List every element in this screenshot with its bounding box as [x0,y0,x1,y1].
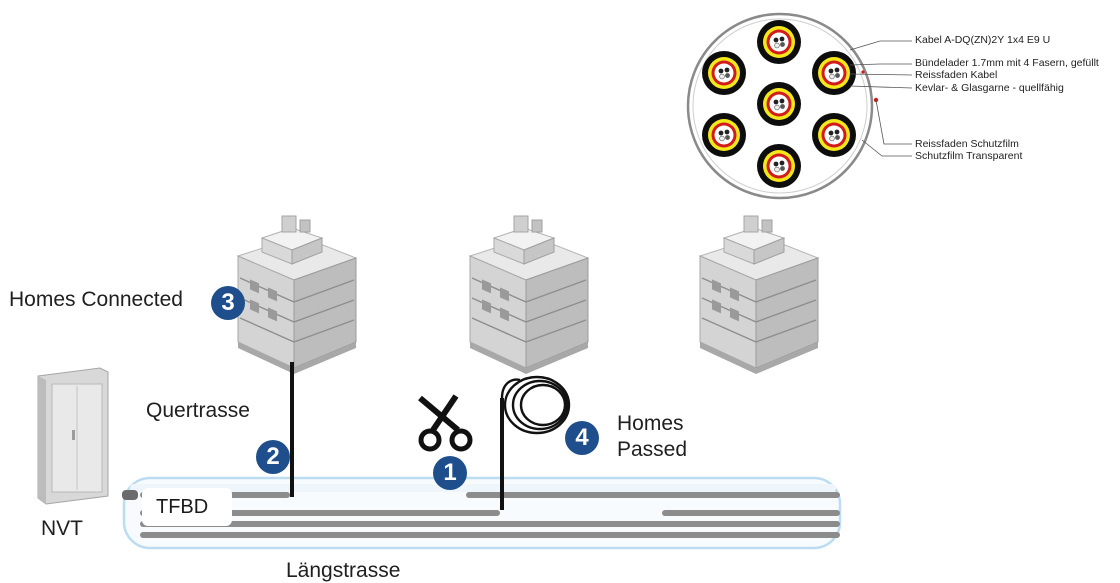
legend-kevlar-yarn: Kevlar- & Glasgarne - quellfähig [915,82,1064,94]
building-icon [469,215,589,375]
cable-cross-section [686,12,879,200]
bundle-tube [811,112,857,158]
homes-connected-label: Homes Connected [9,288,183,311]
step-badge-4: 4 [565,421,599,455]
step-badge-3: 3 [211,286,245,320]
building-icon [237,215,357,375]
bundle-tube [701,112,747,158]
nvt-cabinet-icon [37,367,109,505]
legend-leader-lines [849,40,913,157]
quertrasse-label: Quertrasse [146,399,250,422]
bundle-tube [701,50,747,96]
bundle-tube [811,50,857,96]
legend-bundle-tube: Bündelader 1.7mm mit 4 Fasern, gefüllt [915,57,1099,69]
legend-protective-film: Schutzfilm Transparent [915,150,1023,162]
legend-rip-cord-cable: Reissfaden Kabel [915,69,998,81]
step-badge-1: 1 [433,456,467,490]
bundle-tube [756,143,802,189]
homes-passed-label-line2: Passed [617,438,688,461]
step-badge-2: 2 [256,440,290,474]
tfbd-duct [122,476,842,550]
scissors-icon [418,394,473,452]
bundle-tube [756,19,802,65]
tfbd-label: TFBD [142,488,232,526]
fiber-coil-icon [500,375,571,510]
building-icon [699,215,819,375]
bundle-tube [756,81,802,127]
homes-passed-label-line1: Homes [617,412,684,435]
legend-cable-type: Kabel A-DQ(ZN)2Y 1x4 E9 U [915,34,1051,46]
nvt-label: NVT [41,517,83,540]
legend-rip-cord-film: Reissfaden Schutzfilm [915,138,1019,150]
laengstrasse-label: Längstrasse [286,559,401,582]
